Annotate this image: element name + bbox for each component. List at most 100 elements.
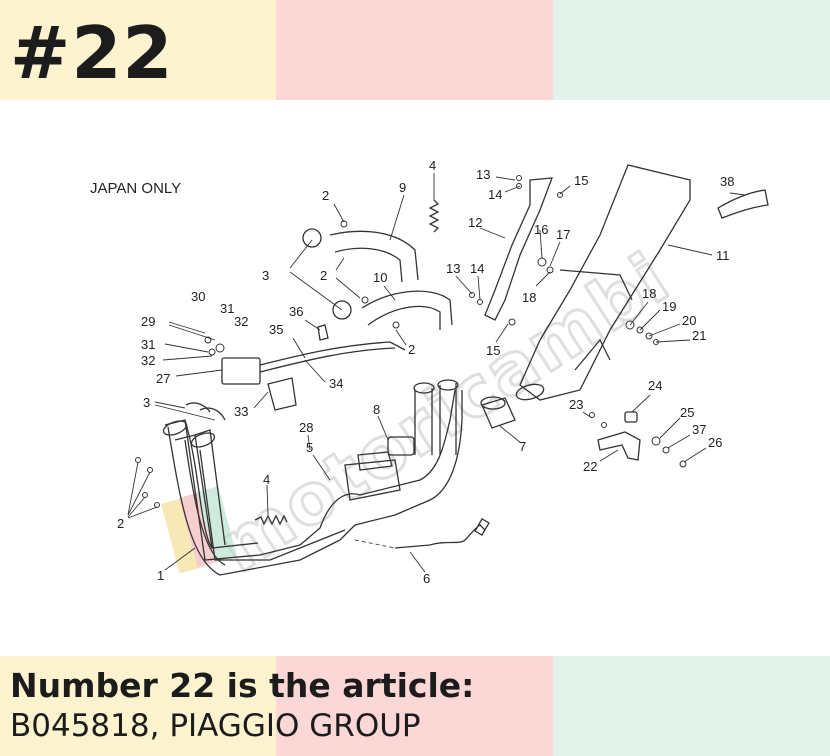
callout-34: 34 [329,376,343,391]
callout-32-top: 32 [234,314,248,329]
article-caption: Number 22 is the article: B045818, PIAGG… [10,666,474,746]
japan-only-note: JAPAN ONLY [90,180,181,197]
callout-2-mid: 2 [320,268,327,283]
callout-17: 17 [556,227,570,242]
callout-28: 28 [299,420,313,435]
header-band-pink [276,0,553,100]
footer-band [0,656,830,756]
callout-labels: 4 13 14 15 38 2 9 12 16 17 11 3 2 10 13 … [117,158,734,586]
header-band-mint [553,0,830,100]
pipe-end-left [413,382,435,394]
callout-14-mid: 14 [470,261,484,276]
callout-22: 22 [583,459,597,474]
callout-15-mid: 15 [486,343,500,358]
callout-18-left: 18 [522,290,536,305]
callout-38: 38 [720,174,734,189]
silencer-inlet [515,383,545,401]
caption-line-1: Number 22 is the article: [10,666,475,705]
footer-band-pink [276,656,553,756]
callout-31-bottom: 31 [141,337,155,352]
callout-20: 20 [682,313,696,328]
callout-2-right: 2 [408,342,415,357]
header-flange-left [162,420,188,436]
gasket-ring-upper [302,228,322,248]
silencer-11 [519,164,691,401]
clamp-8 [387,436,415,456]
lambda-sensor-6 [394,524,486,549]
bracket-12 [484,177,553,321]
callout-37: 37 [692,422,706,437]
callout-13-mid: 13 [446,261,460,276]
callout-26: 26 [708,435,722,450]
callout-9: 9 [399,180,406,195]
callout-12: 12 [468,215,482,230]
footer-band-yellow [0,656,276,756]
callout-30: 30 [191,289,205,304]
callout-33: 33 [234,404,248,419]
upper-bend-10 [361,290,453,330]
sleeve-7 [481,397,516,429]
header-flange-right [190,432,216,448]
callout-14-top: 14 [488,187,502,202]
callout-19: 19 [662,299,676,314]
twin-pipe-ends [414,383,457,455]
callout-4-lower: 4 [263,472,270,487]
callout-2-lower: 2 [117,516,124,531]
upper-bend-9 [329,230,419,283]
valve-housing [344,451,401,501]
callout-5: 5 [306,440,313,455]
callout-3-lower: 3 [143,395,150,410]
actuator-27 [221,357,261,385]
callout-1: 1 [157,568,164,583]
callout-3-upper: 3 [262,268,269,283]
bracket-22 [597,431,641,461]
callout-29: 29 [141,314,155,329]
callout-16: 16 [534,222,548,237]
callout-32-bottom: 32 [141,353,155,368]
sensor-dash-line [354,539,396,549]
spring-top [428,199,440,233]
cover-33 [267,377,297,411]
callout-6: 6 [423,571,430,586]
callout-35: 35 [269,322,283,337]
spring-lower [254,514,288,526]
callout-7: 7 [519,439,526,454]
gasket-ring-lower [332,300,352,320]
callout-23: 23 [569,397,583,412]
exhaust-header-pipes [164,419,346,561]
sleeve-7-end [480,396,506,410]
tail-tip-38 [717,189,769,219]
callout-10: 10 [373,270,387,285]
caption-line-2: B045818, PIAGGIO GROUP [10,708,421,744]
pipe-end-right [437,379,459,391]
callout-25: 25 [680,405,694,420]
callout-18-right: 18 [642,286,656,301]
part-number-heading: #22 [10,11,174,95]
watermark-logo: motoricambi [203,235,686,589]
silencer-inner [559,269,633,371]
header-band [0,0,830,100]
cables-34 [259,341,406,373]
leader-lines [127,173,746,573]
callout-13-top: 13 [476,167,490,182]
collector-pipe [299,389,463,546]
callout-15-top: 15 [574,173,588,188]
lambda-connector [474,518,490,536]
callout-36: 36 [289,304,303,319]
callout-24: 24 [648,378,662,393]
callout-11: 11 [716,248,730,263]
callout-31-top: 31 [220,301,234,316]
header-gaskets [185,402,226,421]
header-pipe-front [167,426,341,576]
callout-27: 27 [156,371,170,386]
callout-8: 8 [373,402,380,417]
footer-band-mint [553,656,830,756]
small-hardware [135,175,687,508]
exploded-parts-diagram: motoricambi JAPAN ONLY [90,158,769,590]
rubber-24 [624,411,638,423]
callout-21: 21 [692,328,706,343]
callout-4-top: 4 [429,158,436,173]
clip-36 [317,324,329,341]
header-band-yellow [0,0,276,100]
callout-2-upper: 2 [322,188,329,203]
